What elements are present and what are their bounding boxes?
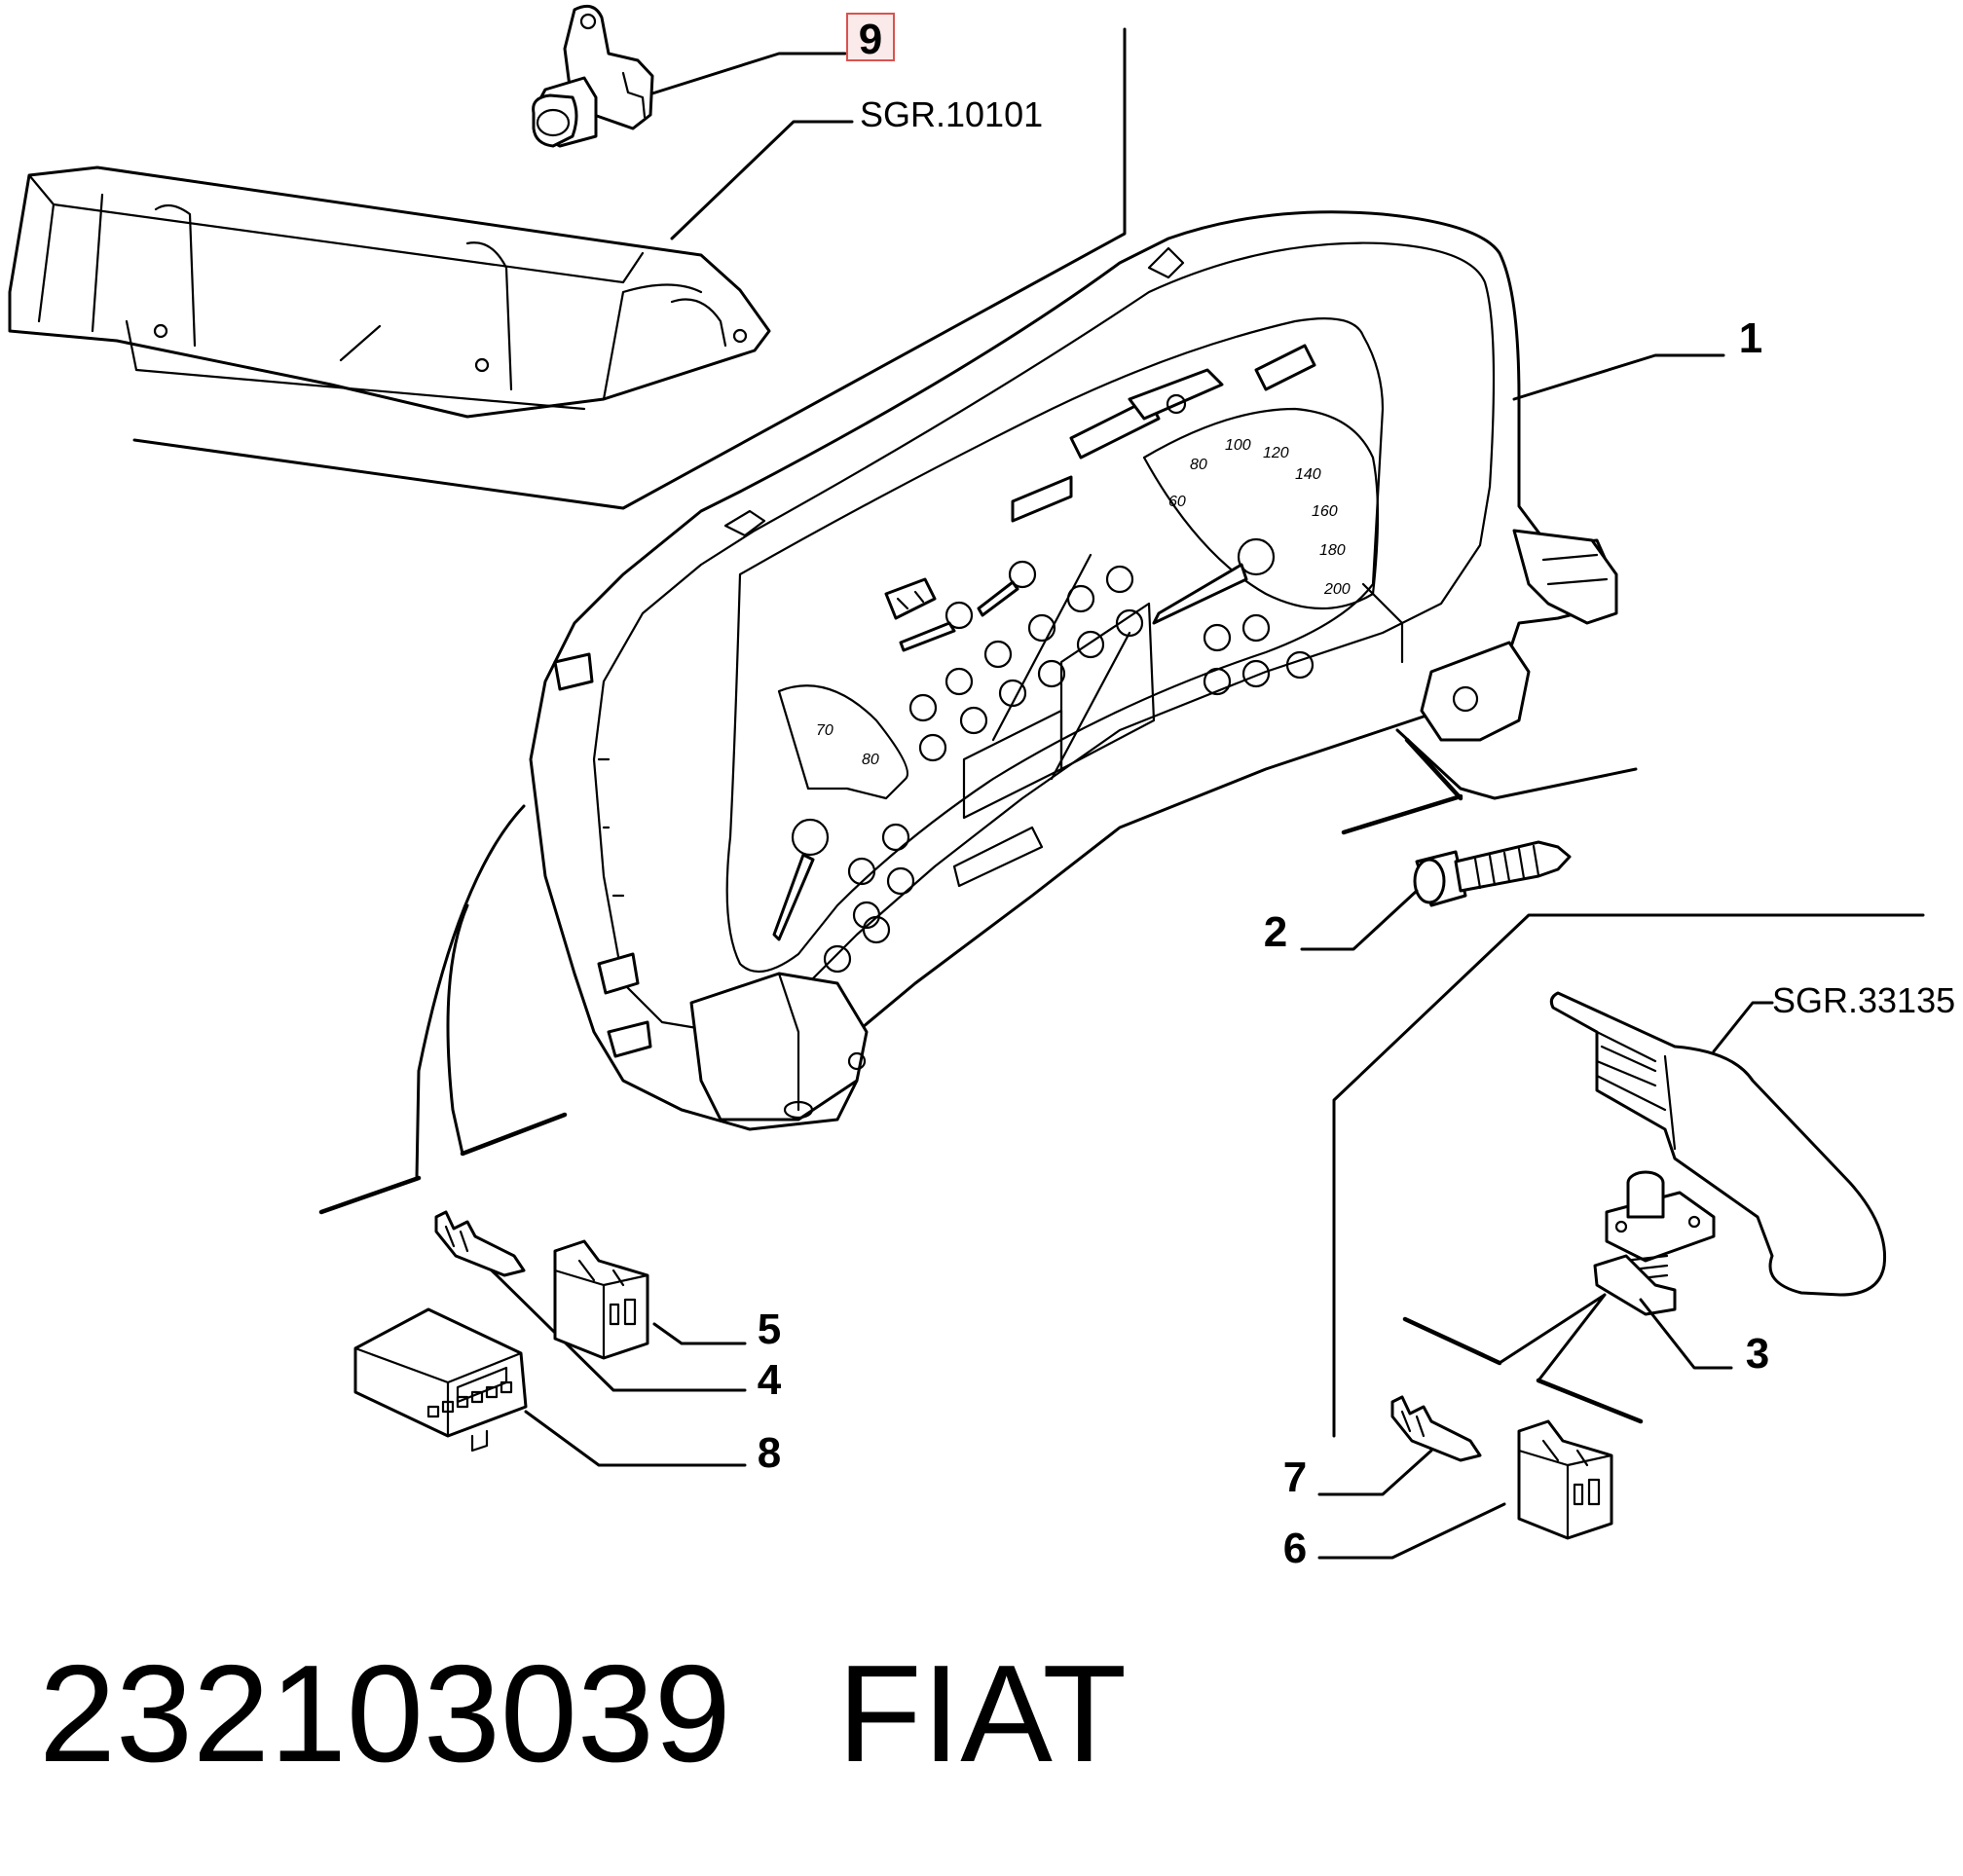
cover-connection-line [132,27,1127,510]
callout-9: 9 [859,16,882,63]
speed-tick-60: 60 [1168,494,1186,510]
cut-line-left-2 [460,1112,568,1157]
callout-5: 5 [758,1306,781,1353]
ref-cover: SGR.10101 [860,94,1043,134]
part-1-instrument-cluster: 60 80 100 120 140 160 180 200 70 80 [529,210,1618,1131]
leader-5 [652,1322,747,1345]
part-4-terminal [434,1210,526,1277]
ref-handbrake: SGR.33135 [1772,980,1955,1020]
callout-4: 4 [758,1356,782,1404]
leader-6 [1317,1502,1506,1560]
callout-6: 6 [1283,1525,1307,1572]
callout-2: 2 [1264,908,1287,956]
handbrake-lever [1549,991,1887,1297]
dashboard-cover [8,166,771,419]
right-connection-line [1395,728,1638,800]
brand-name: FIAT [837,1637,1128,1791]
part-2-screw [1413,840,1572,907]
part-3-switch [1593,1170,1716,1316]
leader-7 [1317,1449,1433,1496]
switch-connection-line [1332,913,1925,1438]
speed-tick-80: 80 [1190,457,1207,473]
speed-tick-100: 100 [1225,437,1251,454]
leader-1 [1512,353,1725,401]
part-9-sensor [532,4,654,148]
cut-line-switch-2 [1536,1378,1644,1424]
cut-line-right-1 [1341,793,1463,835]
callout-7: 7 [1283,1453,1307,1501]
speed-tick-200: 200 [1323,581,1351,598]
rpm-tick-70: 70 [816,722,833,739]
cut-line-left-1 [318,1175,422,1215]
speed-tick-180: 180 [1319,542,1346,559]
left-connection-line-2 [446,903,469,1156]
speed-tick-120: 120 [1263,445,1289,461]
callout-8: 8 [758,1429,781,1477]
callout-3: 3 [1746,1330,1769,1378]
left-connection-line [415,804,526,1180]
cut-line-right-2 [1404,737,1463,801]
callout-9-highlight [846,13,895,61]
part-5-connector [553,1239,649,1360]
part-6-connector [1517,1419,1613,1540]
part-8-box-connector [353,1307,528,1453]
leader-2 [1300,889,1419,951]
cut-line-switch-1 [1402,1316,1502,1366]
speed-tick-140: 140 [1295,466,1321,483]
speed-tick-160: 160 [1312,503,1338,520]
leader-3 [1639,1298,1733,1370]
part-7-terminal [1390,1395,1482,1462]
callout-1: 1 [1739,314,1762,362]
leader-9 [650,52,847,95]
switch-cut-connection [1498,1293,1607,1382]
leader-cover [670,120,854,240]
leader-handbrake [1712,1001,1774,1053]
rpm-tick-80: 80 [862,752,879,768]
part-number: 232103039 [39,1637,731,1791]
leader-8 [524,1410,747,1467]
leader-4 [490,1269,747,1392]
